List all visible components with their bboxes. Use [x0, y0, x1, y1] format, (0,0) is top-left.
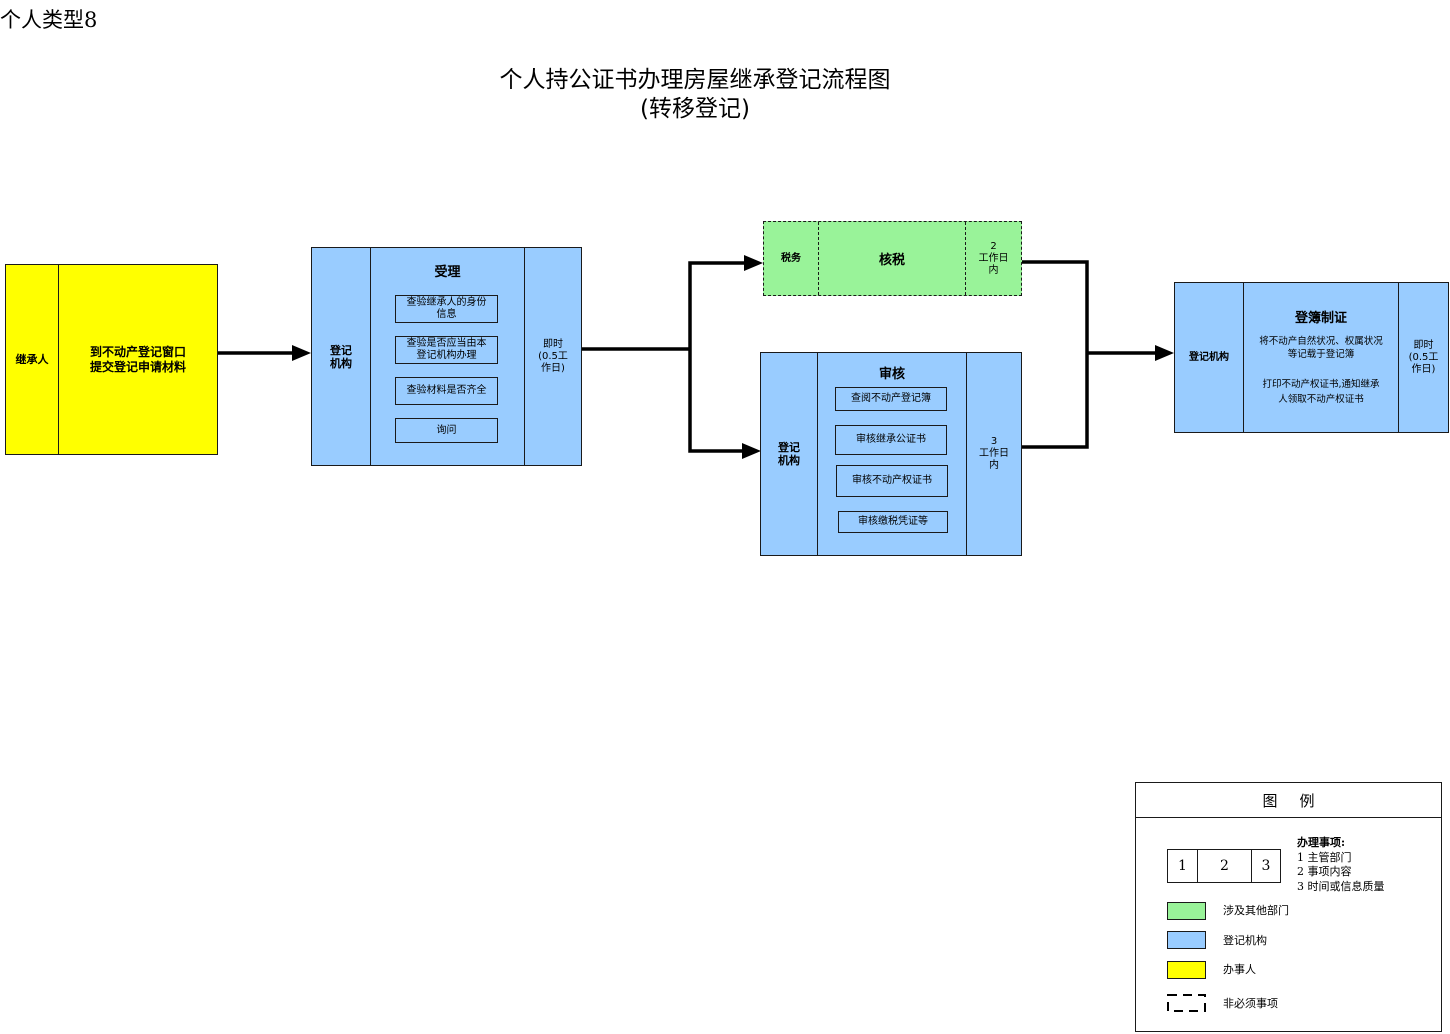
legend-swatch-dashed [1167, 994, 1206, 1012]
divider [370, 248, 371, 465]
register-time-line-2: (0.5工 [1408, 351, 1439, 363]
legend-swatch-yellow [1167, 961, 1206, 979]
register-time-line-3: 作日) [1411, 363, 1436, 375]
legend-note-3: 3 时间或信息质量 [1297, 879, 1385, 893]
accept-dept-line-1: 登记 [330, 343, 352, 357]
divider [817, 353, 818, 555]
accept-item-3: 查验材料是否齐全 [395, 377, 498, 405]
accept-item-1: 查验继承人的身份 信息 [395, 295, 498, 323]
legend-label-yellow: 办事人 [1223, 963, 1256, 976]
legend-swatch-green [1167, 902, 1206, 920]
review-dept: 登记 机构 [761, 353, 817, 555]
page-label: 个人类型8 [0, 8, 98, 32]
divider [524, 248, 525, 465]
review-time-line-1: 3 [990, 436, 998, 447]
tax-dept: 税务 [781, 253, 801, 264]
accept-dept: 登记 机构 [312, 248, 370, 465]
legend-cell-2: 2 [1198, 850, 1252, 882]
tax-time: 2 工作日 内 [966, 222, 1021, 295]
legend-sample-box: 1 2 3 [1167, 849, 1281, 883]
divider [966, 353, 967, 555]
legend-notes-title: 办理事项: [1297, 836, 1346, 849]
legend-notes: 办理事项: 1 主管部门 2 事项内容 3 时间或信息质量 [1297, 836, 1385, 894]
legend-title: 图例 [1136, 783, 1441, 818]
applicant-task: 到不动产登记窗口 提交登记申请材料 [59, 265, 217, 454]
applicant-node: 继承人 到不动产登记窗口 提交登记申请材料 [5, 264, 218, 455]
arrowhead-register [1155, 345, 1174, 361]
tax-time-line-1: 2 [990, 240, 997, 252]
accept-item-1-line-1: 查验继承人的身份 [406, 297, 487, 308]
review-time-line-2: 工作日 [979, 448, 1009, 459]
accept-item-2-line-1: 查验是否应当由本 [406, 338, 487, 349]
title-line-2: (转移登记) [640, 96, 750, 122]
divider [1243, 283, 1244, 432]
register-desc-1: 将不动产自然状况、权属状况 等记载于登记簿 [1244, 335, 1398, 361]
register-time: 即时 (0.5工 作日) [1399, 283, 1448, 432]
tax-task: 核税 [878, 253, 905, 268]
divider [1398, 283, 1399, 432]
legend-label-green: 涉及其他部门 [1223, 904, 1289, 917]
accept-time-line-2: (0.5工 [538, 350, 568, 362]
legend: 图例 1 2 3 办理事项: 1 主管部门 2 事项内容 3 时间或信息质量 涉… [1135, 782, 1442, 1032]
legend-cell-1: 1 [1168, 850, 1198, 882]
tax-time-line-3: 内 [988, 264, 999, 276]
divider [58, 265, 59, 454]
applicant-task-line-1: 到不动产登记窗口 [89, 344, 186, 359]
accept-heading: 受理 [434, 265, 461, 280]
legend-cell-3: 3 [1261, 858, 1271, 874]
accept-time: 即时 (0.5工 作日) [525, 248, 581, 465]
register-desc-2-line-2: 人领取不动产权证书 [1278, 394, 1364, 405]
accept-dept-line-2: 机构 [330, 356, 352, 370]
legend-label-dashed: 非必须事项 [1223, 997, 1278, 1010]
applicant-dept: 继承人 [15, 353, 49, 366]
line-review-out [1022, 353, 1089, 449]
review-item-2: 审核继承公证书 [835, 425, 947, 455]
register-dept: 登记机构 [1189, 352, 1229, 363]
register-desc-2: 打印不动产权证书,通知继承 人领取不动产权证书 [1244, 377, 1398, 407]
legend-swatch-blue [1167, 931, 1206, 949]
review-dept-line-2: 机构 [778, 454, 800, 467]
register-time-line-1: 即时 [1413, 339, 1434, 351]
review-time: 3 工作日 内 [967, 353, 1021, 555]
divider [818, 222, 819, 295]
review-dept-line-1: 登记 [778, 441, 800, 454]
line-tax-out [1022, 260, 1089, 353]
accept-item-4: 询问 [395, 418, 498, 443]
register-desc-1-line-1: 将不动产自然状况、权属状况 [1259, 336, 1383, 347]
arrowhead-review [742, 443, 761, 459]
register-desc-1-line-2: 等记载于登记簿 [1287, 349, 1355, 360]
review-node: 登记 机构 审核 查阅不动产登记簿 审核继承公证书 审核不动产权证书 审核缴税凭… [760, 352, 1022, 556]
register-heading: 登簿制证 [1294, 311, 1347, 326]
arrowhead-tax [744, 255, 763, 271]
accept-item-2: 查验是否应当由本 登记机构办理 [395, 336, 498, 364]
register-node: 登记机构 登簿制证 将不动产自然状况、权属状况 等记载于登记簿 打印不动产权证书… [1174, 282, 1449, 433]
legend-label-blue: 登记机构 [1223, 934, 1267, 947]
tax-node: 税务 核税 2 工作日 内 [763, 221, 1022, 296]
review-item-3: 审核不动产权证书 [836, 465, 948, 497]
review-time-line-3: 内 [989, 460, 999, 471]
legend-note-2: 2 事项内容 [1297, 865, 1352, 878]
accept-time-line-3: 作日) [541, 362, 565, 374]
arrow-to-review [688, 349, 742, 453]
review-item-1: 查阅不动产登记簿 [835, 387, 947, 411]
accept-time-line-1: 即时 [543, 338, 563, 350]
diagram-title: 个人持公证书办理房屋继承登记流程图 (转移登记) [0, 66, 1390, 124]
legend-note-1: 1 主管部门 [1297, 850, 1352, 864]
review-item-4: 审核缴税凭证等 [838, 511, 948, 533]
divider [965, 222, 966, 295]
accept-item-2-line-2: 登记机构办理 [416, 350, 477, 361]
arrow-to-tax [688, 261, 744, 349]
accept-node: 登记 机构 受理 查验继承人的身份 信息 查验是否应当由本 登记机构办理 查验材… [311, 247, 582, 466]
accept-item-1-line-2: 信息 [436, 309, 457, 320]
tax-time-line-2: 工作日 [978, 252, 1009, 264]
title-line-1: 个人持公证书办理房屋继承登记流程图 [499, 67, 891, 93]
arrowhead-accept [292, 345, 311, 361]
review-heading: 审核 [878, 367, 905, 382]
applicant-task-line-2: 提交登记申请材料 [89, 359, 186, 374]
register-desc-2-line-1: 打印不动产权证书,通知继承 [1262, 379, 1380, 390]
